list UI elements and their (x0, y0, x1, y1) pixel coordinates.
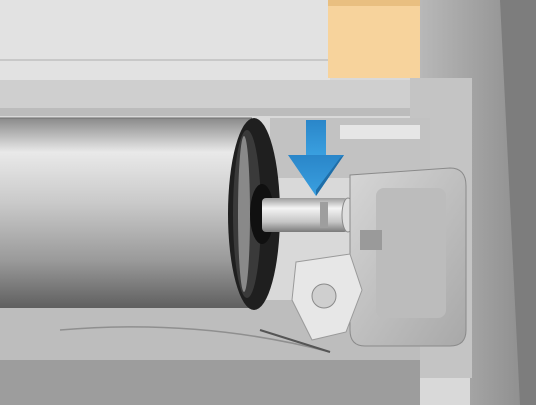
flange-highlight (238, 136, 250, 292)
upper-rail (0, 80, 430, 110)
rail-shadow (0, 108, 430, 116)
lever-pivot (311, 283, 337, 309)
arrow-head (288, 155, 344, 196)
down-arrow-icon (288, 120, 344, 196)
frame-edge (500, 0, 536, 405)
upper-panel (0, 0, 330, 80)
tray-front (0, 360, 420, 405)
arrow-shaft (306, 120, 326, 156)
hub-face (376, 188, 446, 318)
media-roll (0, 118, 252, 308)
arrow-shadow (316, 155, 344, 196)
cable-clip (259, 329, 331, 353)
rear-shaft (340, 125, 420, 139)
hub-notch (360, 230, 382, 250)
label-top-edge (328, 0, 440, 6)
spindle-end (262, 198, 348, 232)
cable (59, 326, 331, 353)
spindle-groove (320, 202, 328, 228)
